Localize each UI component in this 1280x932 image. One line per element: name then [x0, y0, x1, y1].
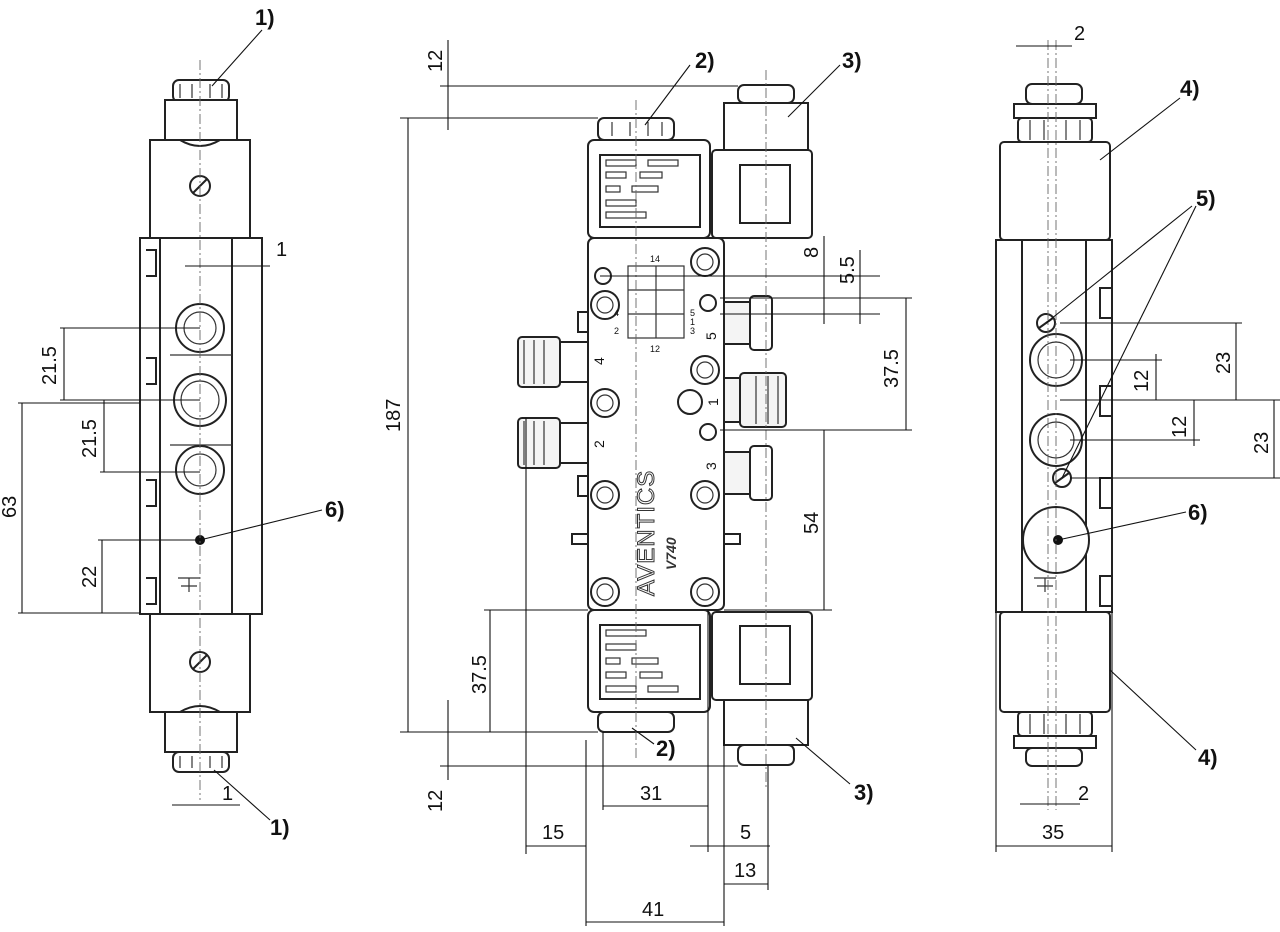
right-view — [995, 40, 1113, 810]
port-label-3: 3 — [703, 462, 719, 470]
dim-mid-8: 8 — [801, 247, 823, 258]
callout-2-top: 2) — [695, 48, 715, 73]
callout-6-right: 6) — [1188, 500, 1208, 525]
sym-14: 14 — [650, 254, 660, 264]
dim-mid-15: 15 — [542, 822, 564, 844]
dim-mid-12-top: 12 — [425, 50, 447, 72]
dim-left-21-5-b: 21.5 — [79, 419, 101, 458]
dim-left-63: 63 — [0, 496, 21, 518]
dim-right-23-a: 23 — [1213, 352, 1235, 374]
callout-4-bottom: 4) — [1198, 745, 1218, 770]
dim-mid-5-5: 5.5 — [837, 256, 859, 284]
callout-1-top: 1) — [255, 5, 275, 30]
callout-6-left: 6) — [325, 497, 345, 522]
sym-12: 12 — [650, 344, 660, 354]
dim-right-2-top: 2 — [1074, 23, 1085, 45]
sym-4: 4 — [614, 308, 619, 318]
dim-right-35: 35 — [1042, 822, 1064, 844]
dim-right-12-b: 12 — [1169, 416, 1191, 438]
right-dimensions: 2 23 12 12 23 2 35 4) 5) 6) 4) — [995, 23, 1280, 852]
port-label-4: 4 — [591, 357, 607, 365]
middle-view: 14 12 4 2 5 1 3 4 2 5 1 3 — [517, 70, 813, 790]
dim-right-12-a: 12 — [1131, 370, 1153, 392]
dim-mid-41: 41 — [642, 899, 664, 921]
callout-5: 5) — [1196, 186, 1216, 211]
dim-mid-31: 31 — [640, 783, 662, 805]
dim-right-23-b: 23 — [1251, 432, 1273, 454]
port-label-2: 2 — [591, 440, 607, 448]
callout-2-bottom: 2) — [656, 736, 676, 761]
dim-mid-12-bottom: 12 — [425, 790, 447, 812]
dim-left-1-bottom: 1 — [222, 783, 233, 805]
left-dimensions: 1 21.5 21.5 63 22 1 1) 1) 6) — [0, 5, 345, 840]
dim-mid-187: 187 — [383, 399, 405, 432]
dim-mid-37-5-right: 37.5 — [881, 349, 903, 388]
dim-mid-54: 54 — [801, 512, 823, 534]
dim-left-1: 1 — [276, 239, 287, 261]
callout-3-top: 3) — [842, 48, 862, 73]
dim-mid-13: 13 — [734, 860, 756, 882]
dim-right-2-bottom: 2 — [1078, 783, 1089, 805]
port-label-5: 5 — [703, 332, 719, 340]
sym-2: 2 — [614, 326, 619, 336]
dim-left-21-5-a: 21.5 — [39, 346, 61, 385]
dim-mid-5: 5 — [740, 822, 751, 844]
dim-left-22: 22 — [79, 566, 101, 588]
model-v740: V740 — [663, 537, 679, 570]
brand-aventics: AVENTICS — [633, 470, 660, 596]
callout-1-bottom: 1) — [270, 815, 290, 840]
dim-mid-37-5-left: 37.5 — [469, 655, 491, 694]
left-view — [139, 60, 263, 800]
callout-4-top: 4) — [1180, 76, 1200, 101]
sym-3: 3 — [690, 326, 695, 336]
sym-5: 5 — [690, 308, 695, 318]
middle-dimensions: 12 187 12 37.5 8 5.5 37.5 54 — [383, 40, 912, 926]
callout-3-bottom: 3) — [854, 780, 874, 805]
port-label-1: 1 — [705, 398, 721, 406]
sym-1: 1 — [690, 317, 695, 327]
